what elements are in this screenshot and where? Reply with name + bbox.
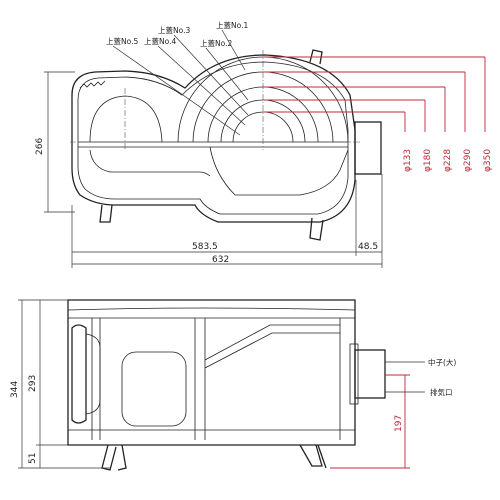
dia-228-text: φ228 [443,149,453,172]
dim-344-text: 344 [10,381,20,398]
dim-197-text: 197 [394,415,404,432]
top-view-handle-bottom-left [99,204,113,223]
top-view-inner-outline [77,61,349,215]
front-view-left-handle [71,324,87,424]
front-view-diagonal-baffle [204,324,340,369]
front-view-inner-wall [91,318,341,440]
front-view-flue-outlet [354,349,386,399]
front-view-leg-left [101,444,127,471]
front-view: 344 293 51 197 中子(大) 排気口 [10,299,456,471]
dia-180-text: φ180 [423,149,433,172]
front-view-body [67,299,356,446]
front-view-left-grip [85,333,101,415]
top-view-left-drum [89,95,163,143]
dia-133-text: φ133 [403,149,413,172]
top-view-outer-outline [71,54,356,223]
top-view-firebox-band [78,141,349,196]
label-lid-no5: 上蓋No.5 [106,36,138,46]
label-lid-no3: 上蓋No.3 [158,25,190,35]
top-view-flue-outlet [354,121,382,175]
dim-266-text: 266 [35,138,45,155]
leader-no1 [221,29,246,71]
leader-no5 [112,45,241,136]
label-lid-no4: 上蓋No.4 [144,36,176,46]
dim-51-text: 51 [28,453,38,464]
label-lid-no2: 上蓋No.2 [200,38,232,48]
front-view-inspection-panel [121,351,187,427]
leader-no4 [157,45,246,126]
dim-632-text: 632 [212,255,229,265]
leader-no3 [173,34,249,116]
leader-no2 [205,47,249,101]
front-view-flue-collar [349,343,359,405]
top-view-handle-top-right [309,49,323,65]
dim-583-text: 583.5 [192,242,218,252]
diameter-callouts: φ133 φ180 φ228 φ290 φ350 [263,56,493,172]
dia-350-text: φ350 [483,149,493,172]
dia-290-text: φ290 [463,149,473,172]
label-inlet: 排気口 [430,387,453,397]
front-view-leg-right [299,444,327,469]
front-view-top-rim [67,307,356,319]
label-chimney: 中子(大) [428,357,456,367]
top-view-firebox-lower [89,149,211,177]
label-lid-no1: 上蓋No.1 [216,20,248,30]
dim-48-text: 48.5 [358,242,378,252]
top-view: 上蓋No.1 上蓋No.2 上蓋No.3 上蓋No.4 上蓋No.5 266 5… [35,20,493,268]
top-view-spring-icon [79,80,106,89]
dim-293-text: 293 [28,375,38,392]
top-view-handle-bottom-right [309,217,324,241]
